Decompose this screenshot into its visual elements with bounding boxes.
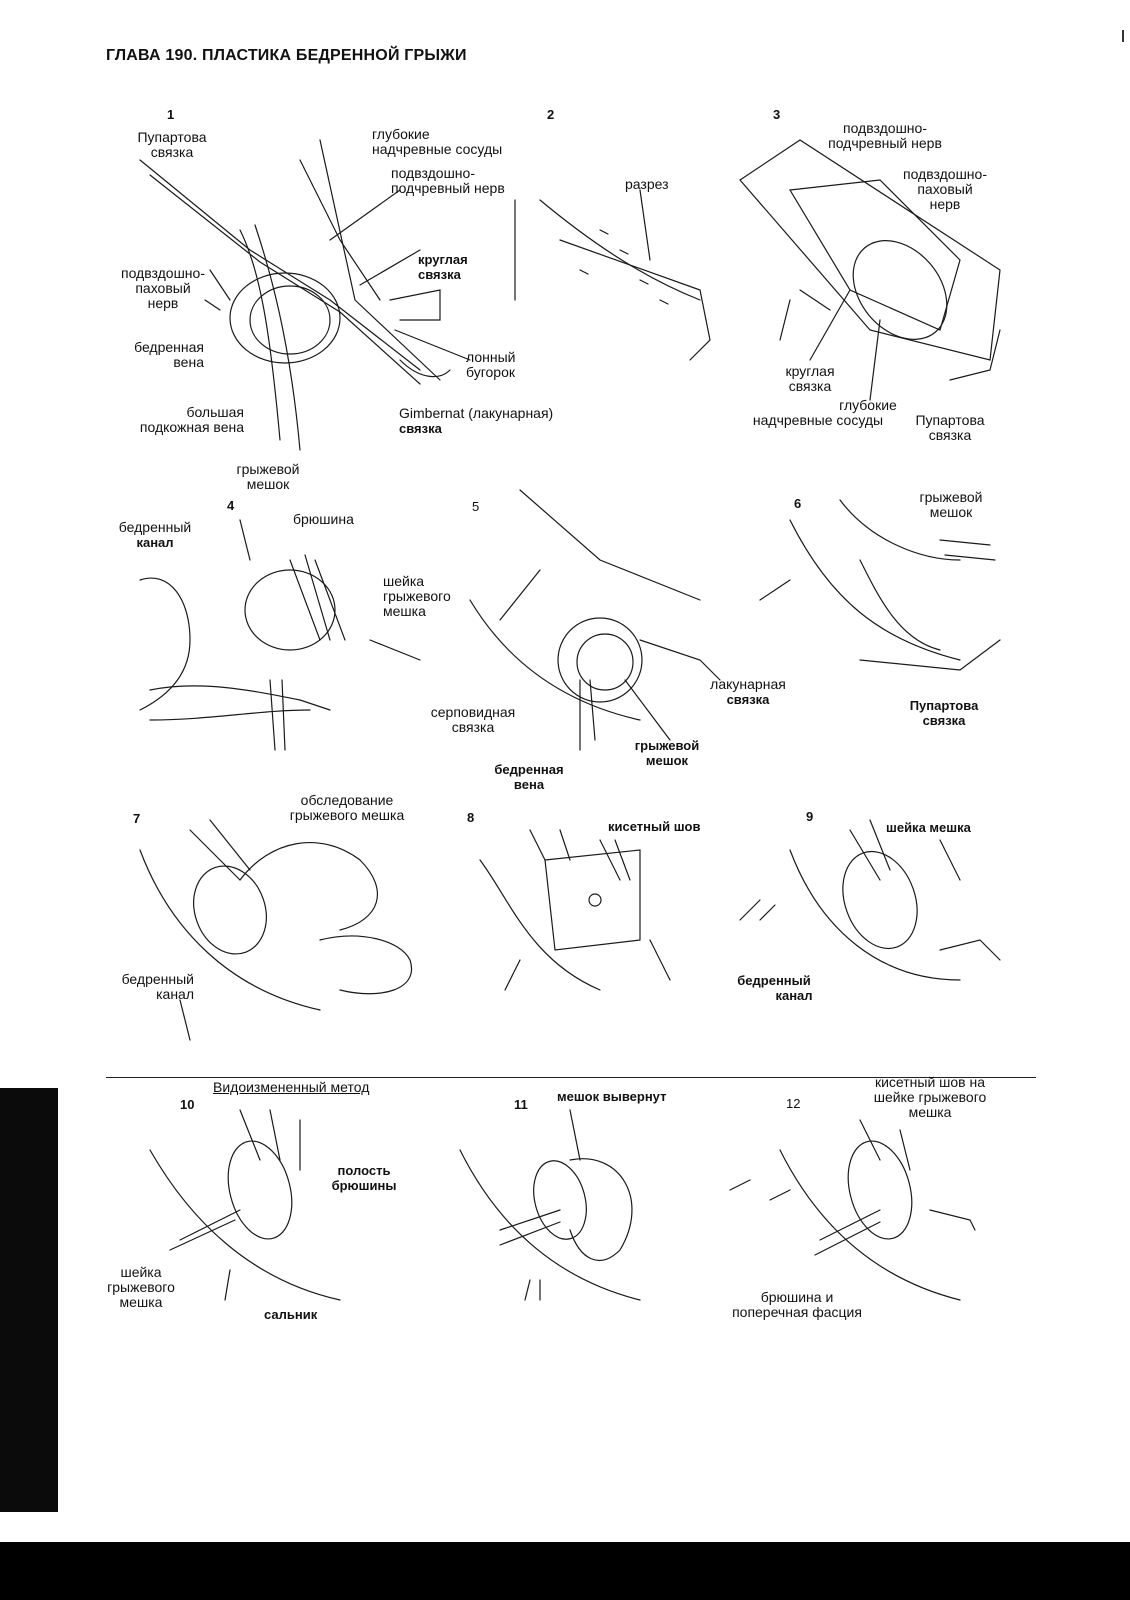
label-omentum: сальник xyxy=(264,1307,318,1322)
figure-number-12: 12 xyxy=(786,1096,801,1111)
scan-edge-left xyxy=(0,1088,58,1512)
figure-number-4: 4 xyxy=(227,498,235,513)
figure-1-drawing xyxy=(139,139,471,451)
label-iliohypogastric-nerve-3: подвздошно-подчревный нерв xyxy=(828,120,942,151)
label-sac-neck-9: шейка мешка xyxy=(886,820,971,835)
figure-number-9: 9 xyxy=(806,809,814,824)
edge-mark xyxy=(1122,30,1124,42)
label-incision: разрез xyxy=(625,176,669,192)
label-sac-everted: мешок вывернут xyxy=(557,1089,667,1104)
figure-2-drawing xyxy=(514,189,711,361)
figure-number-1: 1 xyxy=(167,107,175,122)
section-divider xyxy=(106,1077,1036,1078)
figure-number-3: 3 xyxy=(773,107,781,122)
figure-number-11: 11 xyxy=(514,1097,528,1112)
figure-12-drawing xyxy=(729,1119,976,1301)
label-iliohypogastric-nerve-1: подвздошно-подчревный нерв xyxy=(391,165,505,196)
figure-9-drawing xyxy=(739,819,1001,981)
figure-number-2: 2 xyxy=(547,107,555,122)
figure-4-drawing xyxy=(139,519,421,751)
figure-6-drawing xyxy=(759,499,1001,671)
figure-number-8: 8 xyxy=(467,810,475,825)
figure-8-drawing xyxy=(479,829,671,991)
figure-number-6: 6 xyxy=(794,496,802,511)
figure-5-drawing xyxy=(469,489,721,751)
figure-number-5: 5 xyxy=(472,499,480,514)
label-gimbernat-ligament: Gimbernat (лакунарная)связка xyxy=(399,405,554,437)
figure-11-drawing xyxy=(459,1109,641,1301)
page-title: ГЛАВА 190. ПЛАСТИКА БЕДРЕННОЙ ГРЫЖИ xyxy=(106,47,467,64)
label-purse-string-suture-8: кисетный шов xyxy=(608,819,701,834)
figure-number-7: 7 xyxy=(133,811,141,826)
figure-number-10: 10 xyxy=(180,1097,195,1112)
scan-edge-bottom xyxy=(0,1542,1130,1600)
label-peritoneum-4: брюшина xyxy=(293,511,354,527)
figure-7-drawing xyxy=(139,819,413,1041)
figure-3-drawing xyxy=(739,139,1001,401)
figure-10-drawing xyxy=(149,1109,341,1301)
modified-method-title: Видоизмененный метод xyxy=(213,1079,370,1095)
